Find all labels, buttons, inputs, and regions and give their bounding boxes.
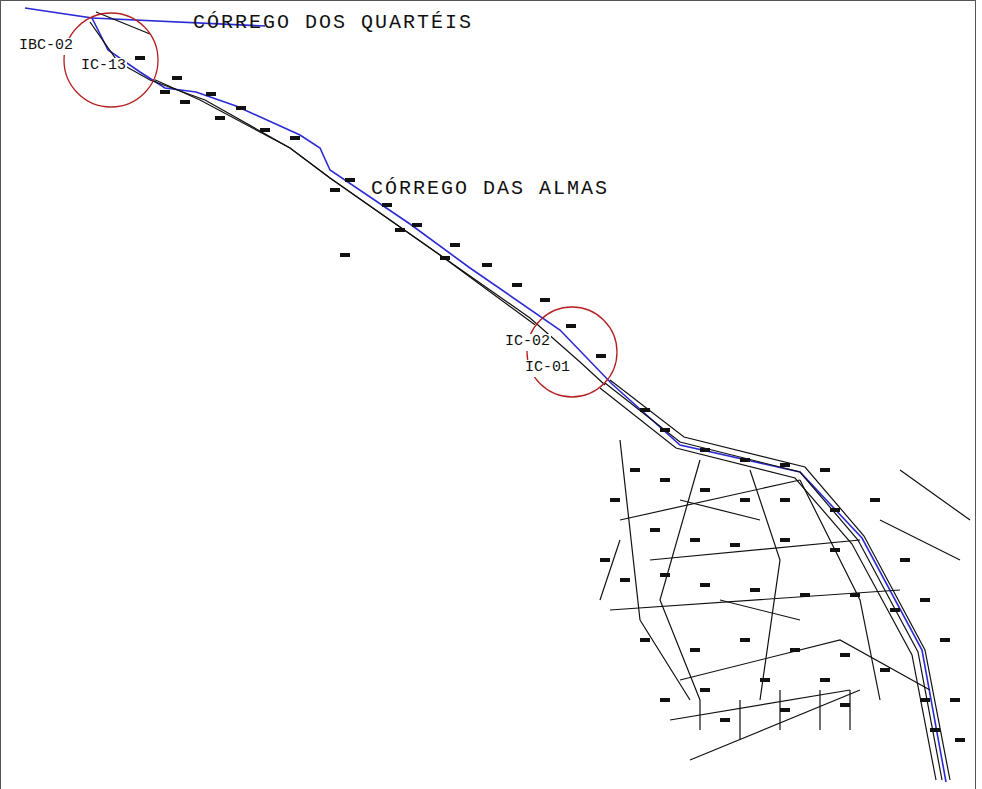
trunk-sewer-line <box>155 80 535 325</box>
highlight-circle: IC-02IC-01 <box>526 306 618 398</box>
structure-tag: IC-01 <box>524 360 571 377</box>
structure-tag: IC-13 <box>80 58 127 75</box>
highlight-circle: IBC-02IC-13 <box>63 12 159 108</box>
structure-tag: IBC-02 <box>18 38 74 55</box>
circle-outline <box>526 306 618 398</box>
creek-name: CÓRREGO DOS QUARTÉIS <box>192 12 474 34</box>
creek-name: CÓRREGO DAS ALMAS <box>370 178 610 200</box>
structure-tag: IC-02 <box>504 334 551 351</box>
